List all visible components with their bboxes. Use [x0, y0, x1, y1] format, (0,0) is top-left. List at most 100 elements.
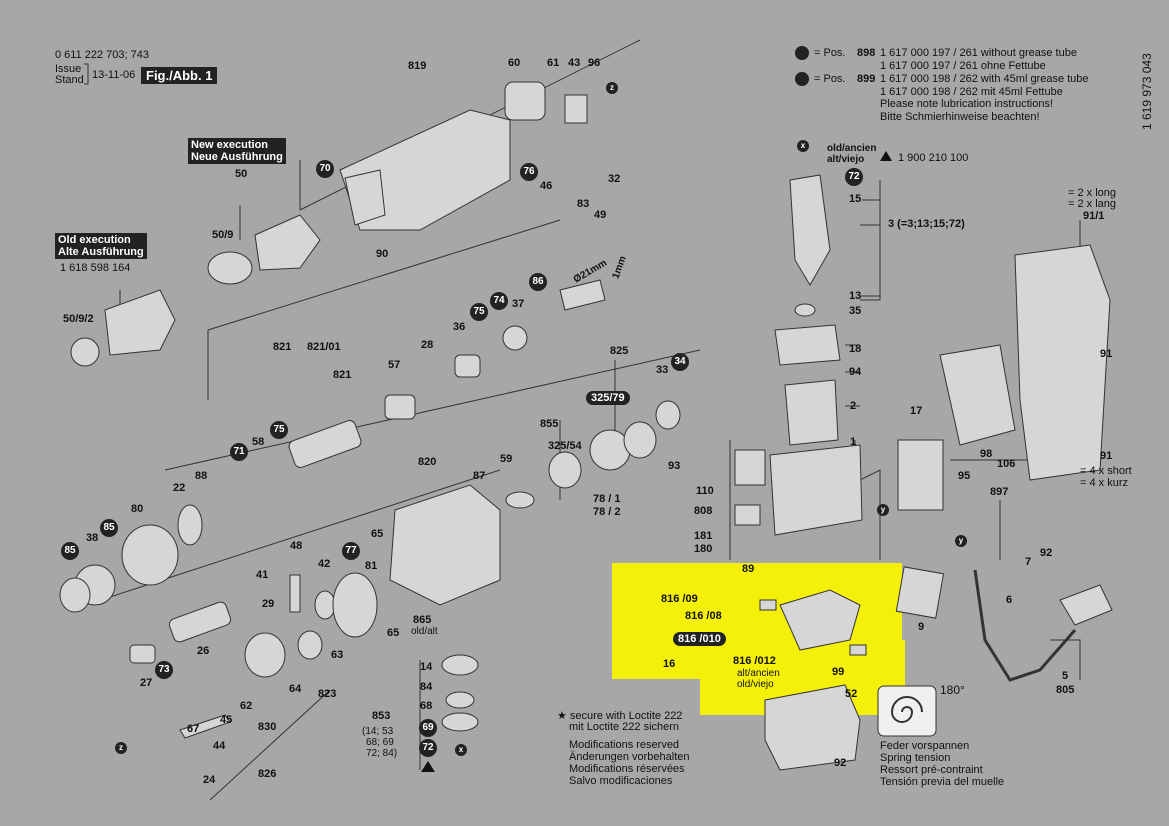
grease-dot-icon-2	[795, 72, 809, 86]
modifications-en: Modifications reserved	[569, 739, 680, 751]
part-label-58: 58	[252, 436, 265, 448]
part-label-2: 2	[850, 400, 857, 412]
part-label-821-top: 821	[273, 341, 292, 353]
part-label-92-bottom: 92	[834, 757, 847, 769]
callout-76: 76	[520, 163, 538, 181]
part-label-826: 826	[258, 768, 277, 780]
part-label-853-list-2: 68; 69	[366, 737, 394, 748]
legend-pos-899: 899	[857, 73, 876, 85]
issue-date: 13-11-06	[92, 69, 136, 81]
part-label-41: 41	[256, 569, 269, 581]
part-label-27: 27	[140, 677, 153, 689]
callout-75-lower: 75	[270, 421, 288, 439]
part-label-26: 26	[197, 645, 210, 657]
part-label-180: 180	[694, 543, 713, 555]
part-label-816-010: 816 /010	[673, 632, 726, 646]
callout-85-lower: 85	[61, 542, 79, 560]
part-label-816-012-old: old/viejo	[737, 679, 774, 690]
spring-tension-en: Spring tension	[880, 752, 951, 764]
callout-34: 34	[671, 353, 689, 371]
part-label-13: 13	[849, 290, 862, 302]
spring-angle: 180°	[940, 683, 965, 697]
part-label-816-08: 816 /08	[685, 610, 722, 622]
part-label-90: 90	[376, 248, 389, 260]
part-label-65-top: 65	[371, 528, 384, 540]
part-label-83: 83	[577, 198, 590, 210]
part-label-60: 60	[508, 57, 521, 69]
legend-line-5: Please note lubrication instructions!	[880, 98, 1054, 110]
callout-77: 77	[342, 542, 360, 560]
part-label-106: 106	[997, 458, 1016, 470]
callout-70: 70	[316, 160, 334, 178]
part-label-43: 43	[568, 57, 581, 69]
old-notice-label-1: old/ancien	[827, 143, 877, 154]
callout-85-upper: 85	[100, 519, 118, 537]
new-execution-en: New execution	[191, 139, 269, 151]
part-label-59: 59	[500, 453, 513, 465]
part-label-3: 3 (=3;13;15;72)	[888, 218, 965, 230]
part-label-18: 18	[849, 343, 862, 355]
part-label-80: 80	[131, 503, 144, 515]
part-label-49: 49	[594, 209, 607, 221]
grease-dot-icon	[795, 46, 809, 60]
spring-tension-de: Feder vorspannen	[880, 740, 970, 752]
part-label-89: 89	[742, 563, 755, 575]
part-label-67: 67	[187, 723, 200, 735]
part-label-35: 35	[849, 305, 862, 317]
callout-75-upper: 75	[470, 303, 488, 321]
callout-74: 74	[490, 292, 508, 310]
legend-line-2: 1 617 000 197 / 261 ohne Fettube	[880, 60, 1046, 72]
figure-label: Fig./Abb. 1	[141, 67, 218, 84]
part-label-50-9-2: 50/9/2	[63, 313, 94, 325]
part-label-42: 42	[318, 558, 331, 570]
screw-long-de: = 2 x lang	[1068, 198, 1117, 210]
part-label-853-list-3: 72; 84)	[366, 748, 398, 759]
part-label-24: 24	[203, 774, 216, 786]
callout-325-79: 325/79	[586, 391, 630, 405]
part-label-9: 9	[918, 621, 925, 633]
callout-71: 71	[230, 443, 248, 461]
triangle-icon-bottom	[421, 761, 435, 772]
legend-pos-898: 898	[857, 47, 876, 59]
part-label-1: 1	[850, 436, 857, 448]
part-label-50-9: 50/9	[212, 229, 234, 241]
legend-line-4: 1 617 000 198 / 262 mit 45ml Fettube	[880, 86, 1063, 98]
stand-label: Stand	[55, 74, 84, 86]
part-label-110: 110	[696, 485, 714, 497]
part-label-821-mid: 821	[333, 369, 352, 381]
part-label-821-01: 821/01	[307, 341, 341, 353]
part-label-830: 830	[258, 721, 277, 733]
part-label-325-54: 325/54	[548, 440, 582, 452]
part-label-61: 61	[547, 57, 560, 69]
callout-y-motor: y	[877, 504, 889, 516]
part-label-865-old: old/alt	[411, 626, 438, 637]
loctite-note-en: ★ secure with Loctite 222	[557, 710, 683, 722]
part-label-65-bottom: 65	[387, 627, 400, 639]
part-label-6: 6	[1006, 594, 1013, 606]
old-execution-number: 1 618 598 164	[60, 262, 131, 274]
part-label-93: 93	[668, 460, 681, 472]
modifications-de: Änderungen vorbehalten	[569, 751, 690, 763]
callout-y-cable: y	[955, 535, 967, 547]
part-label-22: 22	[173, 482, 186, 494]
spring-tension-fr: Ressort pré-contraint	[880, 764, 983, 776]
part-label-96: 96	[588, 57, 601, 69]
modifications-es: Salvo modificaciones	[569, 775, 673, 787]
part-label-62: 62	[240, 700, 253, 712]
part-label-36: 36	[453, 321, 466, 333]
part-label-853-list-1: (14; 53	[362, 726, 394, 737]
part-label-823: 823	[318, 688, 337, 700]
part-label-50: 50	[235, 168, 248, 180]
part-label-816-012: 816 /012	[733, 655, 776, 667]
modifications-fr: Modifications réservées	[569, 763, 685, 775]
part-label-84: 84	[420, 681, 433, 693]
part-label-865: 865	[413, 614, 432, 626]
callout-73: 73	[155, 661, 173, 679]
part-label-63: 63	[331, 649, 344, 661]
part-label-181: 181	[694, 530, 713, 542]
part-label-94: 94	[849, 366, 862, 378]
part-label-64: 64	[289, 683, 302, 695]
part-label-92-top: 92	[1040, 547, 1053, 559]
part-label-5: 5	[1062, 670, 1069, 682]
